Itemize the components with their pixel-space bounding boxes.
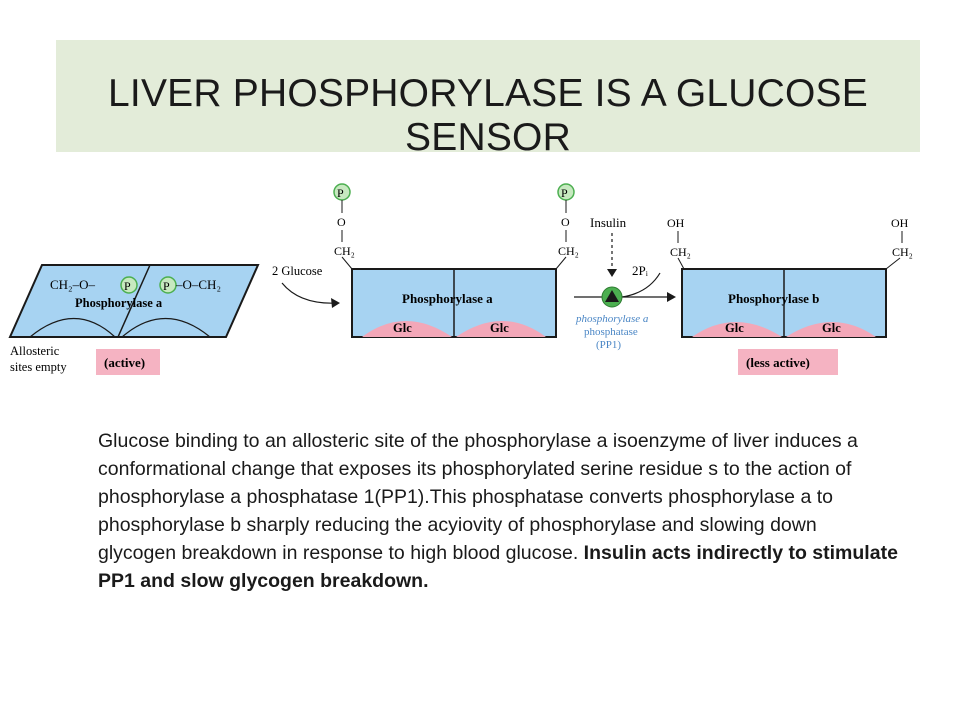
conversion-arrowhead xyxy=(667,292,676,302)
phosphate-circle-right xyxy=(159,276,177,294)
phosphate-circle-left xyxy=(120,276,138,294)
middle-glc-right: Glc xyxy=(490,321,509,335)
active-label-bg xyxy=(96,349,160,375)
allosteric-note-1: Allosteric xyxy=(10,344,60,358)
slide-title: LIVER PHOSPHORYLASE IS A GLUCOSE SENSOR xyxy=(108,72,868,159)
middle-enzyme: P O CH₂ P O CH₂ Phosphorylase a Glc Glc xyxy=(333,183,579,338)
left-p1: P xyxy=(124,279,131,293)
right-oh-left: OH xyxy=(667,216,685,230)
phosphorylase-diagram: CH₂–O– P P –O–CH₂ Phosphorylase a Allost… xyxy=(0,175,960,395)
middle-ch2-left: CH₂ xyxy=(334,244,355,258)
bond-line xyxy=(555,256,567,270)
left-enzyme: CH₂–O– P P –O–CH₂ Phosphorylase a Allost… xyxy=(8,264,260,375)
pp1-conversion: Insulin 2Pᵢ phosphorylase a phosphatase … xyxy=(574,215,676,351)
glucose-arrow-line xyxy=(281,282,339,304)
pp1-line1: phosphorylase a xyxy=(575,313,649,325)
less-active-label-bg xyxy=(738,349,838,375)
allosteric-note-2: sites empty xyxy=(10,360,67,374)
insulin-label: Insulin xyxy=(590,215,627,230)
middle-p-right: P xyxy=(561,186,568,200)
bond-line xyxy=(341,256,353,270)
right-enzyme-name: Phosphorylase b xyxy=(728,291,819,306)
right-glc-left: Glc xyxy=(725,321,744,335)
title-bar: LIVER PHOSPHORYLASE IS A GLUCOSE SENSOR xyxy=(56,40,920,159)
middle-glc-site-right xyxy=(456,321,546,337)
right-ch2-left: CH₂ xyxy=(670,245,691,259)
middle-o-right: O xyxy=(561,215,570,229)
middle-enzyme-name: Phosphorylase a xyxy=(402,291,493,306)
pp1-line3: (PP1) xyxy=(596,339,621,351)
right-enzyme: OH CH₂ OH CH₂ Phosphorylase b Glc Glc (l… xyxy=(667,216,913,375)
right-glc-site-right xyxy=(786,322,876,337)
left-o-ch2: –O–CH₂ xyxy=(175,277,221,292)
glucose-label: 2 Glucose xyxy=(272,264,323,278)
insulin-arrowhead xyxy=(607,269,617,277)
right-ch2-right: CH₂ xyxy=(892,245,913,259)
middle-glc-site-left xyxy=(362,321,452,337)
pp1-line2: phosphatase xyxy=(584,326,638,338)
bond-line xyxy=(885,257,901,270)
glucose-arrow: 2 Glucose xyxy=(272,264,340,308)
middle-ch2-right: CH₂ xyxy=(558,244,579,258)
middle-p-left: P xyxy=(337,186,344,200)
body-normal-text: Glucose binding to an allosteric site of… xyxy=(98,430,858,564)
pp1-triangle-icon xyxy=(605,290,619,302)
middle-glc-left: Glc xyxy=(393,321,412,335)
left-p2: P xyxy=(163,279,170,293)
middle-o-left: O xyxy=(337,215,346,229)
bond-line xyxy=(677,257,685,270)
less-active-label: (less active) xyxy=(746,355,810,370)
left-ch2-o: CH₂–O– xyxy=(50,277,95,292)
active-label: (active) xyxy=(104,355,145,370)
body-paragraph: Glucose binding to an allosteric site of… xyxy=(98,427,898,595)
allosteric-site-right xyxy=(121,318,211,338)
pi-label: 2Pᵢ xyxy=(632,263,649,278)
left-enzyme-divider xyxy=(117,264,151,338)
right-glc-site-left xyxy=(692,322,782,337)
right-glc-right: Glc xyxy=(822,321,841,335)
pi-release-arrow xyxy=(621,272,661,298)
left-enzyme-name: Phosphorylase a xyxy=(75,296,163,310)
right-oh-right: OH xyxy=(891,216,909,230)
glucose-arrowhead xyxy=(331,298,340,308)
diagram-svg: CH₂–O– P P –O–CH₂ Phosphorylase a Allost… xyxy=(8,183,913,375)
body-bold-text: Insulin acts indirectly to stimulate PP1… xyxy=(98,542,898,592)
allosteric-site-left xyxy=(29,318,116,338)
